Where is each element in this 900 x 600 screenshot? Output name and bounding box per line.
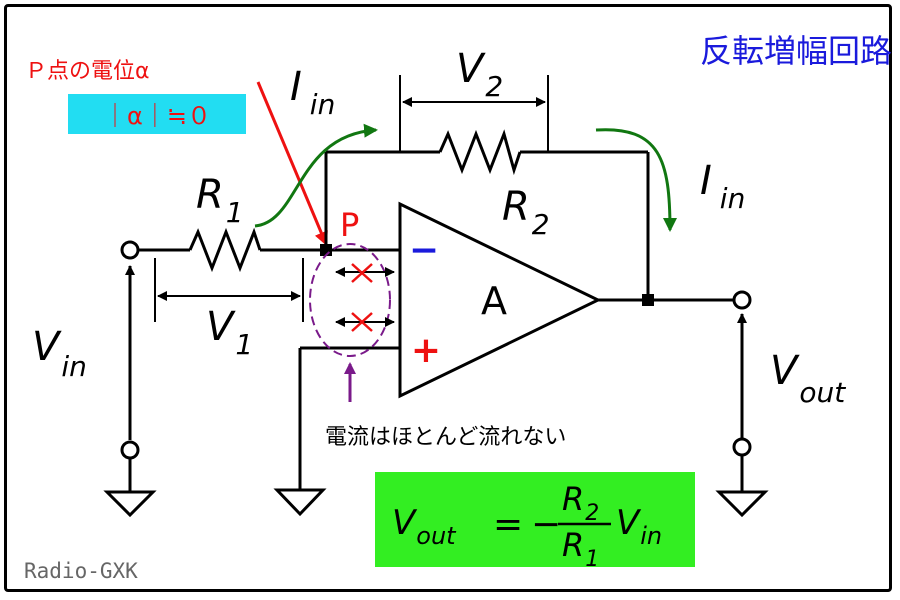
vin-label: Vin [32,324,87,383]
vout-label: Vout [770,348,846,409]
blocked-current-arrows [335,267,395,327]
p-pointer-arrow [256,81,328,246]
p-potential-label: Ｐ点の電位α [25,59,150,84]
formula-denominator: R1 [562,526,599,572]
ground-icon [273,488,327,517]
iin-arrow-in [254,123,378,228]
formula-box [375,472,695,567]
ground-symbols [103,455,769,518]
title: 反転増幅回路 [700,32,892,70]
ground-icon [103,490,157,518]
amp-label: A [481,279,507,323]
diagram-frame [4,4,892,592]
output-node-dot [642,294,654,306]
formula-lhs: Vout [392,503,457,550]
vout-terminal [732,290,752,310]
opamp-triangle [398,201,602,399]
terminals [120,240,752,460]
credit: Radio-GXK [24,559,138,583]
ground-icon [715,490,769,518]
p-potential-box [68,94,246,134]
vin-terminal [120,240,140,260]
r1-label: R1 [196,172,244,229]
v2-label: V2 [456,46,503,103]
inverting-input-sign: − [409,230,439,271]
formula-equals: = [493,504,523,545]
formula-rhs: Vin [616,503,662,550]
noninverting-input-sign: + [411,330,441,371]
vout-gnd-terminal [732,437,752,457]
vin-gnd-terminal [120,440,140,460]
input-dashed-circle [309,243,391,357]
formula-negative: − [531,504,561,545]
r2-label: R2 [502,184,550,241]
v1-dimension [154,258,304,322]
iin-arrow-out [595,128,677,232]
p-potential-value: ｜α｜≒０ [103,102,211,130]
current-note: 電流はほとんど流れない [325,425,566,450]
blocked-x-icons [351,263,373,332]
p-label: P [340,206,359,244]
resistor-r2 [438,129,522,176]
wires [138,150,734,490]
v1-label: V1 [206,304,253,361]
formula-numerator: R2 [562,480,599,526]
v2-dimension [399,75,549,152]
resistor-r1 [188,227,262,273]
